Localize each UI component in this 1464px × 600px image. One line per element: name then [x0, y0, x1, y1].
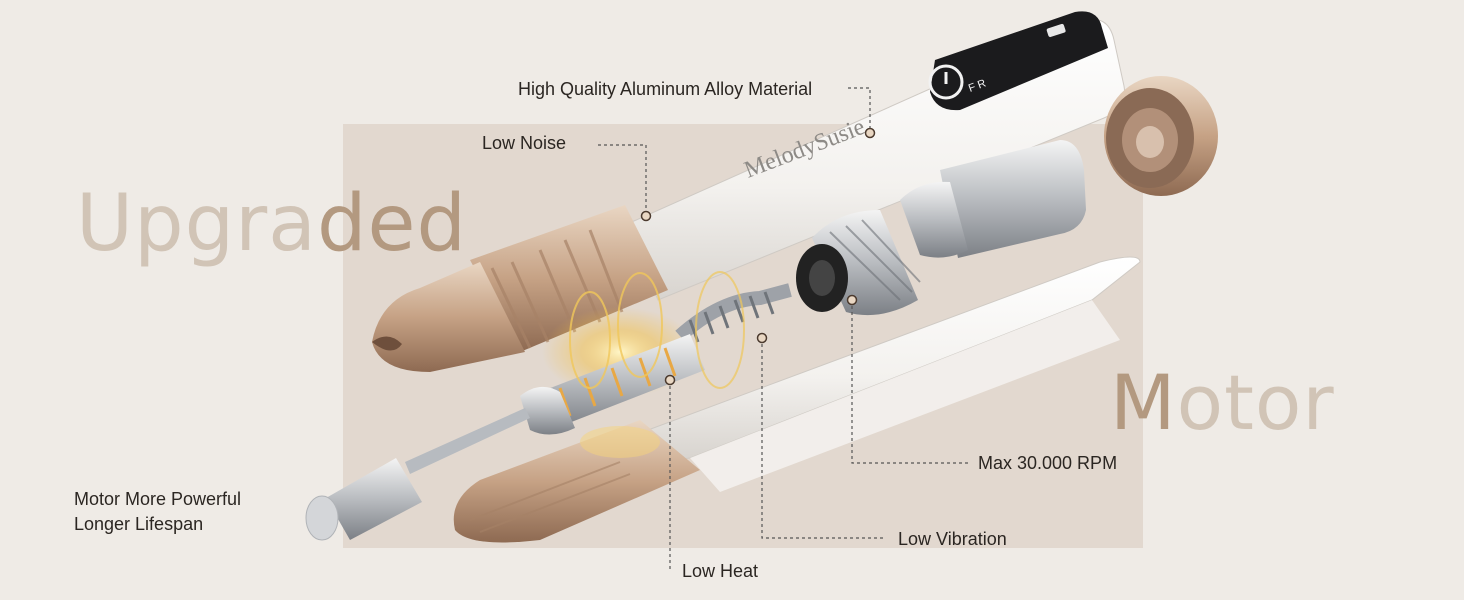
spindle-assembly: [305, 271, 792, 541]
callout-motor-powerful: Motor More Powerful Longer Lifespan: [74, 487, 314, 537]
callout-aluminum: High Quality Aluminum Alloy Material: [518, 79, 813, 99]
callout-motor-line1: Motor More Powerful: [74, 489, 242, 509]
headline-upgraded: Upgraded: [76, 178, 467, 270]
end-cap: [1104, 76, 1218, 196]
motor-assembly: [796, 140, 1086, 316]
headline-motor: Motor: [1110, 358, 1335, 448]
headline-upgraded-part-a: Upgra: [76, 179, 317, 269]
callout-low-vibration: Low Vibration: [898, 529, 1007, 549]
lower-gold-half: [453, 420, 700, 543]
svg-text:F R: F R: [967, 77, 988, 94]
headline-motor-part-a: M: [1110, 358, 1177, 447]
callout-leaders: [598, 87, 968, 570]
callout-low-noise: Low Noise: [482, 133, 567, 153]
nose-grip: [372, 205, 668, 372]
callout-motor-line2: Longer Lifespan: [74, 514, 204, 534]
callout-max-rpm: Max 30.000 RPM: [978, 453, 1118, 473]
headline-upgraded-part-b: ded: [316, 179, 467, 269]
callout-low-heat: Low Heat: [682, 561, 759, 581]
callout-dots: [640, 127, 876, 386]
headline-motor-part-b: otor: [1176, 358, 1335, 447]
